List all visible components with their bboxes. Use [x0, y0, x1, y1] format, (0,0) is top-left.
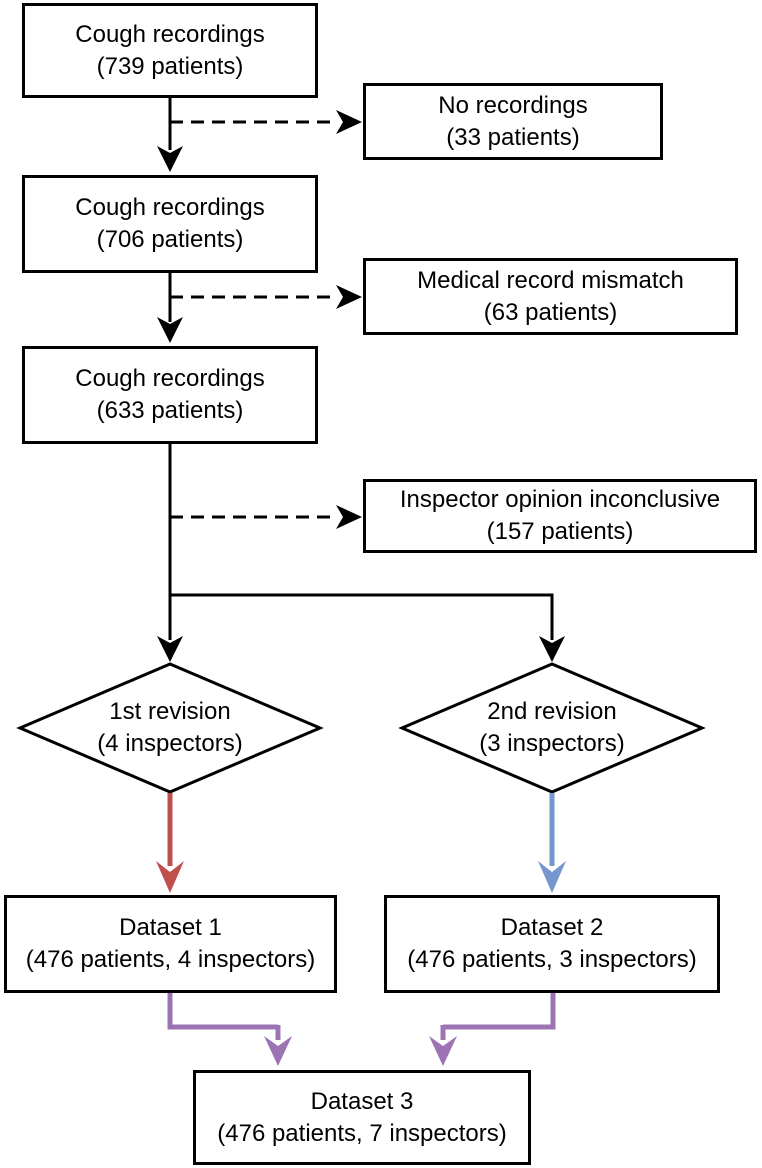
box-no-recordings: No recordings (33 patients)	[363, 83, 663, 160]
box-title: Cough recordings	[75, 365, 265, 392]
diamond-revision-2	[398, 662, 706, 794]
box-subtitle: (63 patients)	[483, 298, 618, 326]
arrowhead-down-2-icon	[157, 317, 183, 343]
box-subtitle: (739 patients)	[96, 52, 244, 80]
box-dataset-1: Dataset 1 (476 patients, 4 inspectors)	[4, 895, 337, 993]
diamond-subtitle: (4 inspectors)	[97, 730, 243, 757]
label-revision-1: 1st revision (4 inspectors)	[20, 696, 320, 760]
arrowhead-down-4-icon	[539, 636, 565, 662]
connector-dataset1-dataset3	[167, 993, 278, 1030]
box-subtitle: (476 patients, 7 inspectors)	[217, 1119, 507, 1147]
box-subtitle: (476 patients, 4 inspectors)	[25, 946, 316, 973]
box-dataset-2: Dataset 2 (476 patients, 3 inspectors)	[384, 895, 720, 993]
box-cough-recordings-633: Cough recordings (633 patients)	[22, 346, 318, 444]
arrowhead-blue-icon	[538, 861, 566, 893]
arrowhead-purple-right-icon	[429, 1036, 457, 1066]
box-subtitle: (476 patients, 3 inspectors)	[407, 946, 697, 973]
box-title: Medical record mismatch	[417, 266, 684, 294]
box-record-mismatch: Medical record mismatch (63 patients)	[363, 258, 738, 335]
diamond-title: 1st revision	[109, 698, 231, 725]
label-revision-2: 2nd revision (3 inspectors)	[402, 696, 702, 760]
box-subtitle: (157 patients)	[486, 518, 634, 545]
arrowhead-right-3-icon	[336, 505, 362, 529]
box-subtitle: (706 patients)	[96, 226, 244, 253]
arrowhead-red-icon	[156, 861, 184, 893]
connector-dataset2-dataset3	[443, 993, 556, 1030]
box-dataset-3: Dataset 3 (476 patients, 7 inspectors)	[193, 1070, 531, 1165]
arrowhead-right-2-icon	[336, 285, 362, 309]
box-cough-recordings-739: Cough recordings (739 patients)	[22, 3, 318, 98]
box-subtitle: (33 patients)	[446, 123, 580, 151]
diamond-title: 2nd revision	[487, 698, 617, 725]
arrowhead-purple-left-icon	[264, 1036, 292, 1066]
box-title: Dataset 3	[310, 1087, 414, 1115]
arrowhead-right-1-icon	[336, 110, 362, 134]
box-title: Dataset 1	[119, 914, 222, 941]
box-title: Cough recordings	[75, 194, 265, 221]
arrowhead-down-3-icon	[157, 636, 183, 662]
box-title: Dataset 2	[500, 914, 604, 941]
box-title: Cough recordings	[75, 20, 265, 48]
box-subtitle: (633 patients)	[96, 397, 244, 424]
diamond-subtitle: (3 inspectors)	[479, 730, 625, 757]
diamond-revision-1	[16, 662, 324, 794]
box-inspector-inconclusive: Inspector opinion inconclusive (157 pati…	[363, 479, 757, 553]
box-title: No recordings	[438, 91, 588, 119]
arrowhead-down-1-icon	[157, 146, 183, 172]
box-title: Inspector opinion inconclusive	[399, 486, 721, 513]
box-cough-recordings-706: Cough recordings (706 patients)	[22, 175, 318, 273]
